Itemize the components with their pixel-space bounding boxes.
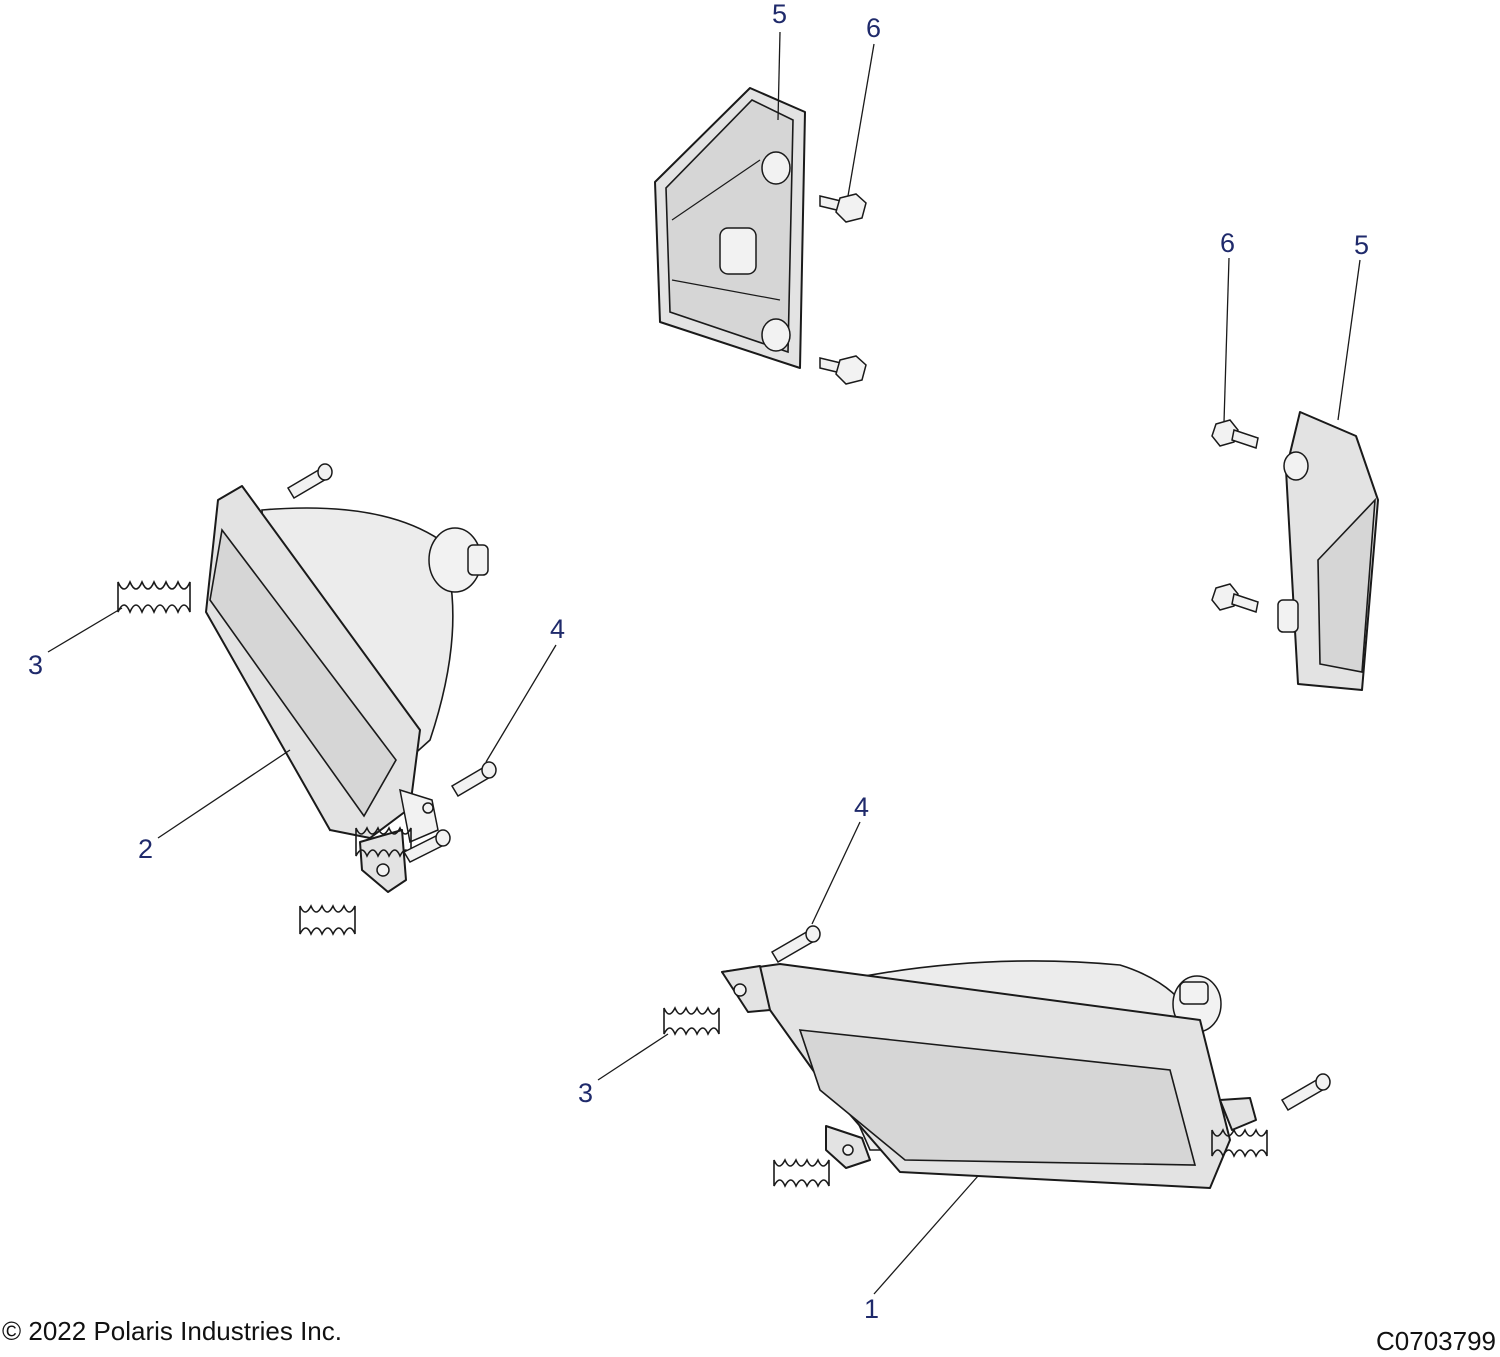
adjuster-spring-left-upper (117, 579, 191, 615)
headlight-left (205, 485, 489, 893)
headlight-right (721, 960, 1257, 1189)
marker-light-top (654, 87, 806, 369)
flange-screw-right-lower (1211, 583, 1259, 613)
leader-4-left (485, 644, 557, 763)
adjuster-screw-left-right (450, 761, 497, 798)
leader-lines (47, 31, 1361, 1295)
callout-3-right: 3 (578, 1078, 593, 1108)
callout-5-right: 5 (1354, 230, 1369, 260)
adjuster-spring-right-lower (773, 1158, 830, 1188)
leader-3-left (47, 607, 123, 653)
copyright-notice: © 2022 Polaris Industries Inc. (2, 1316, 342, 1346)
leader-6-right (1223, 257, 1230, 423)
callout-4-right: 4 (854, 792, 869, 822)
adjuster-spring-right-upper (663, 1006, 720, 1036)
figure-id: C0703799 (1376, 1326, 1496, 1356)
leader-3-right (597, 1033, 669, 1081)
leader-1 (873, 1175, 979, 1295)
callout-2: 2 (138, 834, 153, 864)
adjuster-spring-left-middle (355, 826, 412, 858)
callout-6-top: 6 (866, 13, 881, 43)
callout-1: 1 (864, 1294, 879, 1324)
flange-screw-top-lower (819, 355, 867, 385)
marker-light-right (1277, 411, 1379, 691)
adjuster-spring-right-side (1211, 1128, 1268, 1158)
callout-3-left: 3 (28, 650, 43, 680)
adjuster-screw-right-side (1280, 1073, 1331, 1112)
flange-screw-top-upper (819, 193, 867, 223)
callout-6-right: 6 (1220, 228, 1235, 258)
callout-4-left: 4 (550, 614, 565, 644)
leader-4-right (811, 821, 861, 925)
leader-5-top (777, 31, 781, 121)
leader-6-top (847, 43, 875, 197)
callout-5-top: 5 (772, 0, 787, 29)
adjuster-screw-right-top (770, 925, 821, 964)
adjuster-screw-left-top (286, 463, 333, 500)
adjuster-spring-left-lower (299, 904, 356, 936)
adjuster-screw-left-bottom (402, 829, 451, 863)
leader-2 (157, 749, 291, 839)
leader-5-right (1337, 259, 1361, 421)
flange-screw-right-upper (1211, 419, 1259, 449)
